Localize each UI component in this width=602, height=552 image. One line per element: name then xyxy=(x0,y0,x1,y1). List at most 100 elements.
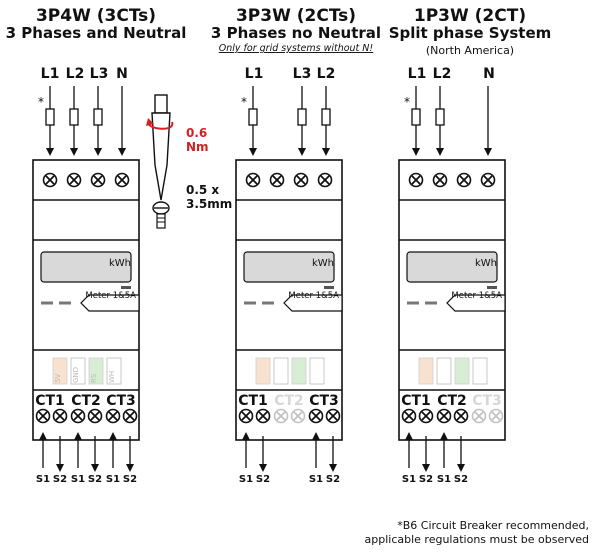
panel-title: 3P3W (2CTs) xyxy=(236,6,356,26)
terminal-screw-icon xyxy=(245,172,261,188)
breaker-mark: * xyxy=(38,95,44,109)
s-label: S2 xyxy=(123,474,137,485)
terminal-label-gnd: GND xyxy=(72,367,80,383)
s-label: S2 xyxy=(326,474,340,485)
footnote-line2: applicable regulations must be observed xyxy=(365,533,589,546)
panel-subtitle: Split phase System xyxy=(389,24,552,42)
terminal-label-rs: RS xyxy=(90,373,98,383)
fuse-icon xyxy=(69,108,79,126)
panel-1p3w: 1P3W (2CT) Split phase System (North Ame… xyxy=(389,6,552,485)
line-label-l2: L2 xyxy=(433,66,452,82)
s-label: S1 xyxy=(437,474,451,485)
fuse-icon xyxy=(435,108,445,126)
s-label: S2 xyxy=(53,474,67,485)
s-label: S2 xyxy=(454,474,468,485)
panel-note: Only for grid systems without N! xyxy=(219,43,374,54)
ct-screw-icon xyxy=(52,408,68,424)
line-label-n: N xyxy=(116,66,128,82)
display-unit: kWh xyxy=(109,258,131,269)
ct-label: CT3 xyxy=(106,393,136,409)
panel-note: (North America) xyxy=(426,44,514,57)
terminal-screw-icon xyxy=(480,172,496,188)
panel-3p4w: 3P4W (3CTs) 3 Phases and Neutral L1 L2 L… xyxy=(6,6,187,485)
meter-model-label: Meter 1&5A xyxy=(451,291,502,301)
ct-screw-icon xyxy=(418,408,434,424)
panel-subtitle: 3 Phases and Neutral xyxy=(6,24,187,42)
terminal-screw-icon xyxy=(269,172,285,188)
terminal-screw-icon xyxy=(42,172,58,188)
ct-screw-icon xyxy=(70,408,86,424)
torque-unit: Nm xyxy=(186,140,209,154)
screwdriver-icon xyxy=(146,94,174,229)
ct-screw-icon xyxy=(35,408,51,424)
panel-subtitle: 3 Phases no Neutral xyxy=(211,24,381,42)
ct-label: CT1 xyxy=(238,393,268,409)
ct-screw-icon xyxy=(436,408,452,424)
line-label-n: N xyxy=(483,66,495,82)
ct-screw-icon xyxy=(273,408,289,424)
line-label-l1: L1 xyxy=(41,66,60,82)
s-label: S1 xyxy=(71,474,85,485)
ct-screw-icon xyxy=(488,408,504,424)
line-label-l2: L2 xyxy=(317,66,336,82)
ct-label: CT1 xyxy=(35,393,65,409)
ct-screw-icon xyxy=(308,408,324,424)
fuse-icon xyxy=(321,108,331,126)
blade-size-line2: 3.5mm xyxy=(186,197,232,211)
ct-screw-icon xyxy=(290,408,306,424)
ct-label-inactive: CT3 xyxy=(472,393,502,409)
ct-screw-icon xyxy=(255,408,271,424)
ct-screw-icon xyxy=(105,408,121,424)
ct-label: CT3 xyxy=(309,393,339,409)
ct-screw-icon xyxy=(87,408,103,424)
terminal-screw-icon xyxy=(293,172,309,188)
torque-value: 0.6 xyxy=(186,126,207,140)
meter-model-label: Meter 1&5A xyxy=(85,291,136,301)
s-label: S1 xyxy=(36,474,50,485)
s-label: S2 xyxy=(256,474,270,485)
s-label: S1 xyxy=(106,474,120,485)
fuse-icon xyxy=(45,108,55,126)
breaker-mark: * xyxy=(404,95,410,109)
ct-screw-icon xyxy=(325,408,341,424)
line-label-l3: L3 xyxy=(90,66,109,82)
s-label: S1 xyxy=(309,474,323,485)
line-label-l1: L1 xyxy=(408,66,427,82)
ct-screw-icon xyxy=(122,408,138,424)
ct-label: CT1 xyxy=(401,393,431,409)
blade-size-line1: 0.5 x xyxy=(186,183,219,197)
terminal-screw-icon xyxy=(114,172,130,188)
terminal-screw-icon xyxy=(90,172,106,188)
terminal-label-wh: WH xyxy=(108,371,116,383)
terminal-label-5v: 5V xyxy=(54,374,62,383)
fuse-icon xyxy=(248,108,258,126)
s-label: S1 xyxy=(402,474,416,485)
s-label: S2 xyxy=(88,474,102,485)
ct-label: CT2 xyxy=(437,393,467,409)
panel-title: 3P4W (3CTs) xyxy=(36,6,156,26)
terminal-screw-icon xyxy=(456,172,472,188)
footnote-line1: *B6 Circuit Breaker recommended, xyxy=(397,519,589,532)
ct-label-inactive: CT2 xyxy=(274,393,304,409)
s-label: S1 xyxy=(239,474,253,485)
panel-title: 1P3W (2CT) xyxy=(414,6,526,26)
breaker-mark: * xyxy=(241,95,247,109)
line-label-l3: L3 xyxy=(293,66,312,82)
ct-screw-icon xyxy=(453,408,469,424)
line-label-l1: L1 xyxy=(245,66,264,82)
terminal-screw-icon xyxy=(66,172,82,188)
fuse-icon xyxy=(93,108,103,126)
ct-screw-icon xyxy=(238,408,254,424)
display-unit: kWh xyxy=(312,258,334,269)
meter-model-label: Meter 1&5A xyxy=(288,291,339,301)
fuse-icon xyxy=(297,108,307,126)
terminal-screw-icon xyxy=(408,172,424,188)
line-label-l2: L2 xyxy=(66,66,85,82)
panel-3p3w: 3P3W (2CTs) 3 Phases no Neutral Only for… xyxy=(211,6,381,485)
fuse-icon xyxy=(411,108,421,126)
terminal-screw-icon xyxy=(317,172,333,188)
terminal-screw-icon xyxy=(432,172,448,188)
ct-label: CT2 xyxy=(71,393,101,409)
ct-screw-icon xyxy=(471,408,487,424)
